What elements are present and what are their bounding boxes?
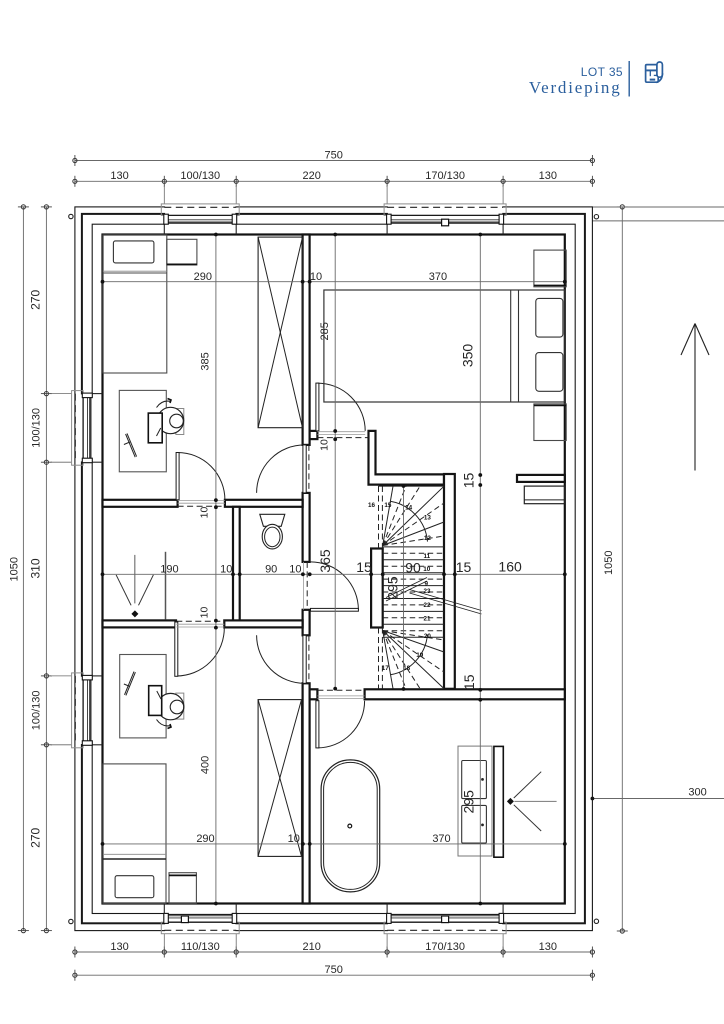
svg-text:130: 130 — [539, 941, 557, 953]
svg-text:90: 90 — [265, 563, 277, 575]
svg-text:15: 15 — [356, 559, 372, 575]
svg-text:90: 90 — [405, 560, 421, 576]
svg-text:20: 20 — [424, 633, 432, 640]
svg-text:17: 17 — [382, 665, 390, 672]
svg-text:370: 370 — [432, 833, 450, 845]
svg-text:350: 350 — [459, 344, 475, 368]
svg-text:1050: 1050 — [9, 557, 21, 581]
svg-text:220: 220 — [303, 170, 321, 182]
svg-text:130: 130 — [110, 170, 128, 182]
svg-text:12: 12 — [424, 535, 432, 542]
svg-text:16: 16 — [368, 502, 376, 509]
svg-text:9: 9 — [424, 581, 428, 588]
svg-text:270: 270 — [29, 289, 43, 309]
svg-text:19: 19 — [416, 652, 424, 659]
svg-text:10: 10 — [220, 563, 232, 575]
svg-text:170/130: 170/130 — [425, 941, 465, 953]
svg-text:21: 21 — [423, 616, 431, 623]
svg-text:310: 310 — [29, 558, 43, 578]
svg-text:15: 15 — [384, 502, 392, 509]
svg-text:190: 190 — [160, 563, 178, 575]
svg-text:130: 130 — [539, 170, 557, 182]
svg-text:22: 22 — [423, 602, 431, 609]
svg-text:Verdieping: Verdieping — [529, 78, 622, 97]
svg-text:10: 10 — [289, 563, 301, 575]
svg-text:300: 300 — [688, 787, 706, 799]
svg-text:1050: 1050 — [603, 551, 615, 575]
svg-text:290: 290 — [196, 833, 214, 845]
svg-text:285: 285 — [319, 322, 331, 340]
svg-text:15: 15 — [460, 473, 476, 489]
svg-text:13: 13 — [424, 515, 432, 522]
svg-text:100/130: 100/130 — [31, 408, 43, 448]
svg-text:LOT 35: LOT 35 — [581, 65, 623, 79]
svg-text:10: 10 — [319, 439, 331, 451]
svg-text:14: 14 — [405, 505, 413, 512]
svg-text:10: 10 — [310, 271, 322, 283]
svg-text:23: 23 — [423, 588, 431, 595]
svg-text:365: 365 — [317, 549, 333, 573]
svg-text:110/130: 110/130 — [181, 941, 220, 953]
svg-text:100/130: 100/130 — [180, 170, 220, 182]
svg-text:130: 130 — [110, 941, 128, 953]
svg-text:18: 18 — [403, 665, 411, 672]
svg-text:295: 295 — [385, 576, 401, 600]
svg-text:11: 11 — [423, 553, 430, 560]
svg-text:385: 385 — [200, 352, 212, 370]
svg-text:400: 400 — [200, 756, 212, 774]
svg-text:750: 750 — [325, 149, 343, 161]
svg-text:10: 10 — [288, 833, 300, 845]
svg-text:170/130: 170/130 — [425, 170, 465, 182]
svg-text:15: 15 — [456, 559, 472, 575]
svg-text:10: 10 — [423, 566, 431, 573]
svg-text:370: 370 — [429, 271, 447, 283]
svg-text:270: 270 — [29, 827, 43, 847]
svg-text:290: 290 — [194, 271, 212, 283]
svg-text:15: 15 — [461, 674, 477, 690]
svg-text:210: 210 — [303, 941, 321, 953]
svg-text:10: 10 — [198, 607, 210, 619]
svg-text:100/130: 100/130 — [31, 691, 43, 731]
svg-text:295: 295 — [461, 790, 477, 814]
svg-text:10: 10 — [198, 507, 210, 519]
svg-text:160: 160 — [498, 559, 522, 575]
svg-text:750: 750 — [325, 964, 343, 976]
